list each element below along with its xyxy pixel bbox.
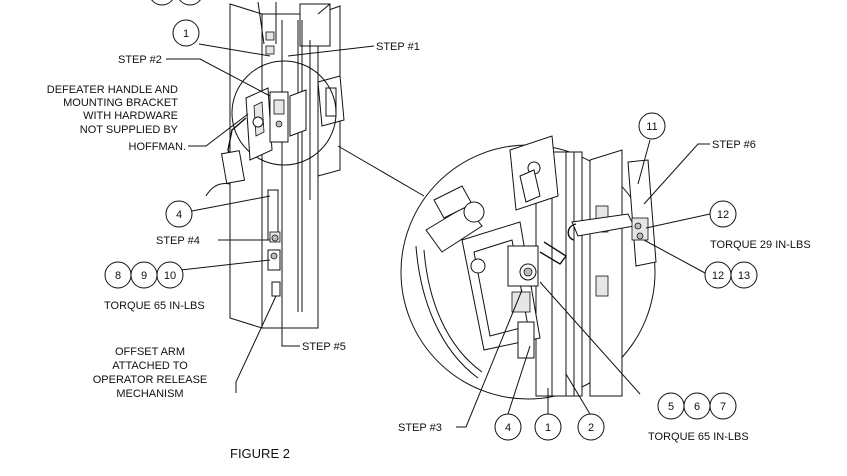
balloon-11 [638, 112, 666, 140]
enlarged-detail-view [337, 135, 656, 400]
figure-caption: FIGURE 2 [230, 446, 290, 461]
defeater-note-line-2: MOUNTING BRACKET [63, 97, 178, 109]
balloon-12-upper-text: 12 [717, 209, 729, 221]
defeater-note-line-5: HOFFMAN. [129, 141, 186, 153]
balloon-8-text: 8 [115, 270, 121, 282]
offset-note-line-3: OPERATOR RELEASE [93, 374, 208, 386]
offset-note-line-2: ATTACHED TO [112, 360, 188, 372]
balloon-2-bottom-text: 2 [588, 422, 594, 434]
balloon-4-left-text: 4 [176, 209, 182, 221]
balloon-partial-left [151, 0, 173, 6]
step-4-label: STEP #4 [156, 235, 200, 247]
balloon-4-bottom-text: 4 [505, 422, 511, 434]
torque-right-lower: TORQUE 65 IN-LBS [648, 431, 749, 443]
step-3-label: STEP #3 [398, 422, 442, 434]
balloon-10-text: 10 [164, 270, 176, 282]
balloon-1-top [172, 19, 200, 47]
torque-right-upper: TORQUE 29 IN-LBS [710, 239, 811, 251]
balloon-4-bottom [494, 413, 522, 441]
torque-left: TORQUE 65 IN-LBS [104, 300, 205, 312]
step-6-label: STEP #6 [712, 139, 756, 151]
balloon-5-text: 5 [668, 401, 674, 413]
part-balloons: 1 4 8 9 10 11 12 12 13 4 1 2 5 6 7 [104, 0, 758, 441]
balloon-13-text: 13 [738, 270, 750, 282]
balloon-4-left [165, 200, 193, 228]
leader-lines [166, 1, 711, 428]
hook-bracket [567, 159, 657, 267]
step-2-label: STEP #2 [118, 54, 162, 66]
handle-detail-circle [205, 60, 337, 197]
step-1-label: STEP #1 [376, 41, 420, 53]
defeater-note-line-4: NOT SUPPLIED BY [80, 124, 179, 136]
balloon-2-bottom [577, 413, 605, 441]
callout-labels: STEP #1 STEP #2 DEFEATER HANDLE AND MOUN… [47, 41, 811, 461]
balloon-9-text: 9 [141, 270, 147, 282]
balloon-7-text: 7 [720, 401, 726, 413]
balloon-1-top-text: 1 [183, 28, 189, 40]
balloon-1-bottom [534, 413, 562, 441]
offset-note-line-1: OFFSET ARM [115, 346, 185, 358]
defeater-note-line-1: DEFEATER HANDLE AND [47, 84, 178, 96]
balloon-1-bottom-text: 1 [545, 422, 551, 434]
balloon-13 [730, 261, 758, 289]
balloon-7 [709, 392, 737, 420]
balloon-12-lower-text: 12 [712, 270, 724, 282]
balloon-12-upper [709, 200, 737, 228]
balloon-partial-right [179, 0, 201, 6]
balloon-11-text: 11 [646, 121, 657, 133]
balloon-10 [156, 261, 184, 289]
defeater-note-line-3: WITH HARDWARE [83, 110, 178, 122]
lower-rail-hardware [267, 189, 281, 297]
balloon-6-text: 6 [694, 401, 700, 413]
offset-note-line-4: MECHANISM [116, 388, 183, 400]
step-5-label: STEP #5 [302, 341, 346, 353]
